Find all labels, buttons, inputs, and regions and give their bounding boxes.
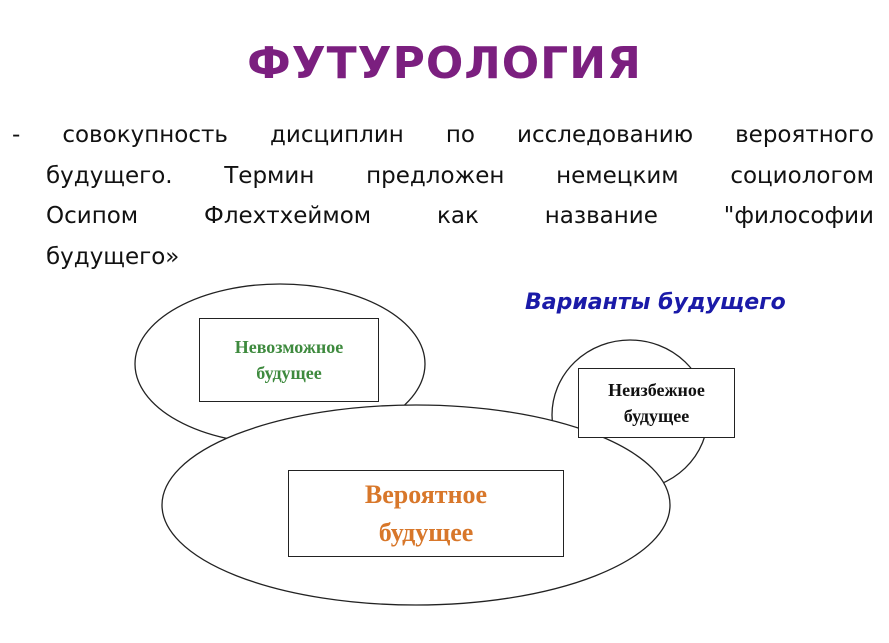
inevitable-line2: будущее: [623, 406, 690, 426]
definition-line: будущего»: [46, 243, 180, 270]
inevitable-line1: Неизбежное: [608, 380, 705, 400]
inevitable-future-box: Неизбежное будущее: [578, 368, 735, 438]
probable-future-box: Вероятное будущее: [288, 470, 564, 557]
probable-line2: будущее: [378, 517, 474, 547]
probable-line1: Вероятное: [364, 479, 488, 509]
impossible-line1: Невозможное: [234, 337, 344, 357]
impossible-line2: будущее: [256, 363, 322, 383]
definition-text: - совокупность дисциплин по исследованию…: [12, 115, 874, 277]
variants-heading: Варианты будущего: [525, 290, 786, 315]
definition-line: - совокупность дисциплин по исследованию…: [12, 122, 874, 148]
page-title: ФУТУРОЛОГИЯ: [247, 38, 642, 89]
definition-line: будущего. Термин предложен немецким соци…: [46, 162, 874, 189]
definition-line: Осипом Флехтхеймом как название "философ…: [46, 203, 874, 229]
impossible-future-box: Невозможное будущее: [199, 318, 379, 402]
